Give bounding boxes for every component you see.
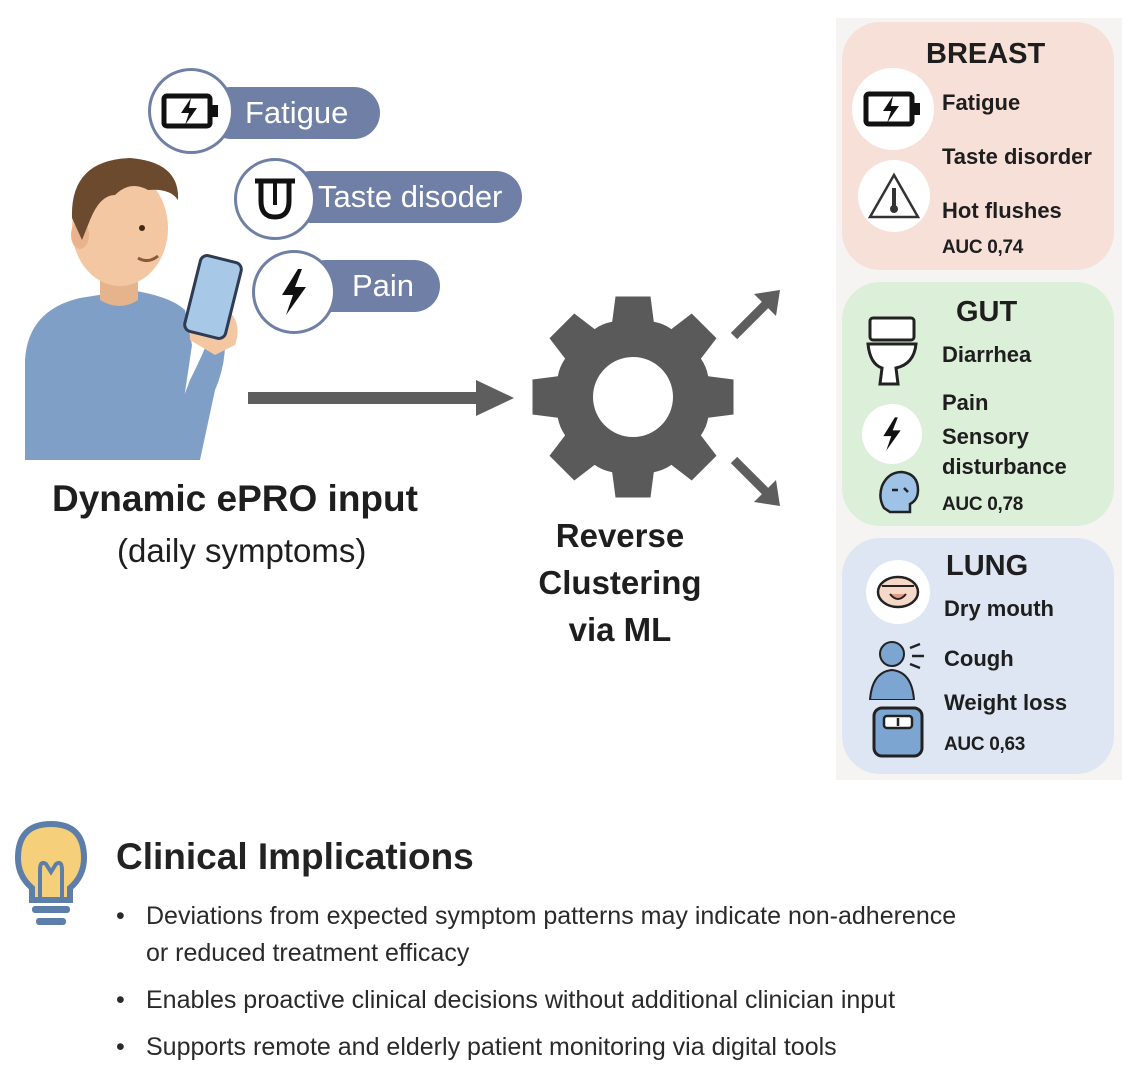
- method-line-2: Clustering: [538, 564, 702, 601]
- mouth-icon: [866, 560, 930, 624]
- cluster-item: Cough: [944, 646, 1014, 671]
- thermometer-warning-icon: [858, 160, 930, 232]
- lightbulb-icon: [14, 820, 88, 932]
- cluster-item: Hot flushes: [942, 198, 1062, 223]
- implication-bullet: •Deviations from expected symptom patter…: [116, 902, 957, 930]
- cluster-title: LUNG: [946, 550, 1029, 582]
- cluster-panel-gut: GUT Diarrhea Pain Sensory disturbance AU…: [842, 282, 1114, 526]
- cluster-auc: AUC 0,74: [942, 237, 1024, 258]
- cluster-auc: AUC 0,78: [942, 494, 1024, 515]
- symptom-pill-taste: Taste disoder: [285, 171, 522, 223]
- cluster-item: Diarrhea: [942, 342, 1032, 367]
- cluster-title: BREAST: [926, 38, 1046, 70]
- cough-person-icon: [868, 638, 928, 700]
- input-arrow: [248, 376, 518, 420]
- implications-title: Clinical Implications: [116, 836, 474, 877]
- input-title: Dynamic ePRO input: [52, 478, 418, 519]
- input-subtitle: (daily symptoms): [117, 532, 367, 569]
- tongue-icon: [234, 158, 316, 240]
- cluster-title: GUT: [956, 296, 1018, 328]
- cluster-item: Sensory: [942, 424, 1029, 449]
- lightning-bolt-icon: [862, 404, 922, 464]
- battery-charging-icon: [148, 68, 234, 154]
- symptom-label: Taste disoder: [318, 179, 503, 214]
- scale-icon: [872, 706, 924, 758]
- lightning-bolt-icon: [252, 250, 336, 334]
- implications-list: •Deviations from expected symptom patter…: [116, 898, 1116, 1066]
- gear-icon: [528, 292, 738, 502]
- cluster-item: Fatigue: [942, 90, 1021, 115]
- cluster-auc: AUC 0,63: [944, 734, 1026, 755]
- output-arrow-up: [728, 286, 784, 342]
- cluster-item: Dry mouth: [944, 596, 1054, 621]
- output-arrow-down: [728, 454, 784, 510]
- implication-bullet-continuation: or reduced treatment efficacy: [146, 939, 470, 967]
- gear-hole: [593, 357, 673, 437]
- cluster-item: Pain: [942, 390, 989, 415]
- cluster-item: Taste disorder: [942, 144, 1092, 169]
- toilet-icon: [866, 314, 918, 388]
- cluster-item: disturbance: [942, 454, 1067, 479]
- battery-charging-icon: [852, 68, 934, 150]
- method-caption: Reverse Clustering via ML: [500, 512, 740, 653]
- cluster-panel-lung: LUNG Dry mouth Cough Weight loss AUC 0,6…: [842, 538, 1114, 774]
- cluster-panel-breast: BREAST Fatigue Taste disorder Hot flushe…: [842, 22, 1114, 270]
- symptom-label: Pain: [352, 268, 415, 303]
- head-sensory-icon: [876, 468, 922, 514]
- symptom-label: Fatigue: [245, 95, 349, 130]
- cluster-item: Weight loss: [944, 690, 1068, 715]
- implication-bullet: •Enables proactive clinical decisions wi…: [116, 986, 896, 1014]
- person-illustration: [20, 140, 265, 460]
- symptom-pill-fatigue: Fatigue: [205, 87, 380, 139]
- method-line-3: via ML: [568, 611, 672, 648]
- implication-bullet: •Supports remote and elderly patient mon…: [116, 1033, 837, 1061]
- method-line-1: Reverse: [555, 517, 685, 554]
